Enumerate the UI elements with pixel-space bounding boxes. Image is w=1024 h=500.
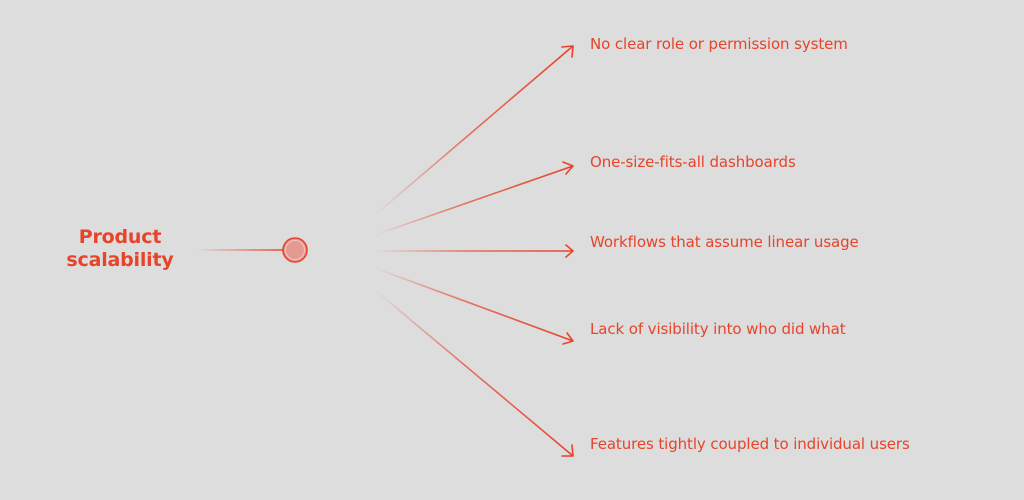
branch-arrow-3 [375,244,574,258]
arrowhead-icon [561,45,574,58]
branch-arrow-1 [374,45,574,216]
root-node-circle-icon [282,237,308,263]
branch-label-5: Features tightly coupled to individual u… [590,435,910,453]
branch-label-3: Workflows that assume linear usage [590,233,859,251]
branch-label-4: Lack of visibility into who did what [590,320,846,338]
branch-label-1: No clear role or permission system [590,35,848,53]
root-label-line-1: Product [78,226,162,248]
root-label-line-2: scalability [66,249,174,271]
branch-arrow-2 [374,161,574,236]
root-node-label: Product scalability [60,226,180,272]
arrowhead-icon [561,444,574,457]
arrowhead-icon [562,332,574,345]
branch-arrow-5 [374,289,574,457]
arrowhead-icon [565,244,574,258]
branch-arrow-4 [374,267,574,345]
arrowhead-icon [562,161,574,175]
branch-label-2: One-size-fits-all dashboards [590,153,796,171]
